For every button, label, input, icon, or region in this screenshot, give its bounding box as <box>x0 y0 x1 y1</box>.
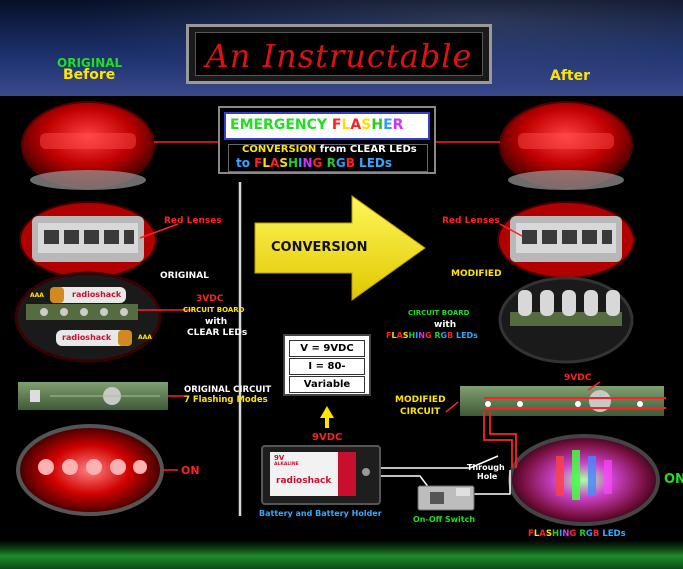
label-with: with <box>205 317 228 327</box>
label-on-left: ON <box>181 464 200 477</box>
label-original: ORIGINAL <box>160 271 209 281</box>
original-circuit-board-image <box>14 271 162 363</box>
spec-current: I = 80-120ma <box>289 358 365 387</box>
modified-red-lens-image <box>499 101 633 190</box>
original-lamp-on-image <box>16 424 164 516</box>
modified-circuit-strip-image <box>460 386 666 416</box>
label-conversion-arrow: CONVERSION <box>271 240 368 255</box>
label-9vdc-battery: 9VDC <box>312 432 343 443</box>
title-sub2: to FLASHING RGB LEDs <box>236 156 392 170</box>
title-sub1: CONVERSION from CLEAR LEDs <box>242 144 417 155</box>
label-modified: MODIFIED <box>451 269 502 279</box>
label-9v: 9V <box>274 454 285 462</box>
conversion-arrow-shape <box>254 195 426 301</box>
title-box: EMERGENCY FLASHER CONVERSION from CLEAR … <box>218 106 436 174</box>
label-aaa-2: AAA <box>138 334 152 341</box>
label-modified-circuit-2: CIRCUIT <box>400 407 441 417</box>
label-modified-circuit-1: MODIFIED <box>395 395 446 405</box>
title-main: EMERGENCY FLASHER <box>230 117 404 133</box>
label-original-circuit: ORIGINAL CIRCUIT <box>184 385 272 395</box>
label-circuit-board-right: CIRCUIT BOARD <box>408 309 470 317</box>
label-radioshack-2: radioshack <box>62 333 112 342</box>
onoff-switch-image <box>417 485 475 511</box>
label-red-lenses-right: Red Lenses <box>442 216 500 226</box>
label-on-right: ON <box>664 472 683 487</box>
label-battery-holder: Battery and Battery Holder <box>259 509 382 518</box>
label-through-hole-1: Through <box>467 463 505 472</box>
label-through-hole-2: Hole <box>477 472 498 481</box>
modified-lens-open-image <box>497 201 635 279</box>
spec-box: V = 9VDC I = 80-120ma Variable <box>283 334 371 396</box>
label-red-lenses-left: Red Lenses <box>164 216 222 226</box>
header-after: After <box>550 68 591 84</box>
title-banner: An Instructable <box>186 24 492 84</box>
label-aaa-1: AAA <box>30 292 44 299</box>
label-flashing-rgb-bottom: FLASHING RGB LEDs <box>528 529 626 539</box>
battery-holder-image <box>261 445 381 505</box>
original-lens-open-image <box>19 201 157 279</box>
label-with-right: with <box>434 320 457 330</box>
header-before: Before <box>63 67 116 83</box>
modified-lamp-on-image <box>508 434 660 526</box>
modified-circuit-board-image <box>498 276 634 364</box>
label-flashing-modes: 7 Flashing Modes <box>184 395 268 405</box>
spec-voltage: V = 9VDC <box>289 340 365 357</box>
label-radioshack-9v: radioshack <box>276 476 332 486</box>
original-circuit-strip-image <box>18 382 168 410</box>
label-radioshack-1: radioshack <box>72 290 122 299</box>
label-flashing-rgb-leds: FLASHING RGB LEDs <box>386 331 478 340</box>
banner-title: An Instructable <box>205 37 473 75</box>
title-main-text: EMERGENCY <box>230 117 332 133</box>
header-original: ORIGINAL <box>57 56 123 70</box>
label-3vdc: 3VDC <box>196 294 224 304</box>
label-onoff-switch: On-Off Switch <box>413 515 476 524</box>
label-9vdc-right: 9VDC <box>564 373 592 383</box>
label-alkaline: ALKALINE <box>274 462 299 467</box>
spec-arrow-shape <box>320 406 334 428</box>
label-clear-leds: CLEAR LEDs <box>187 328 248 338</box>
spec-variable: Variable <box>289 376 365 393</box>
original-red-lens-image <box>21 101 155 190</box>
label-circuit-board: CIRCUIT BOARD <box>183 306 245 314</box>
